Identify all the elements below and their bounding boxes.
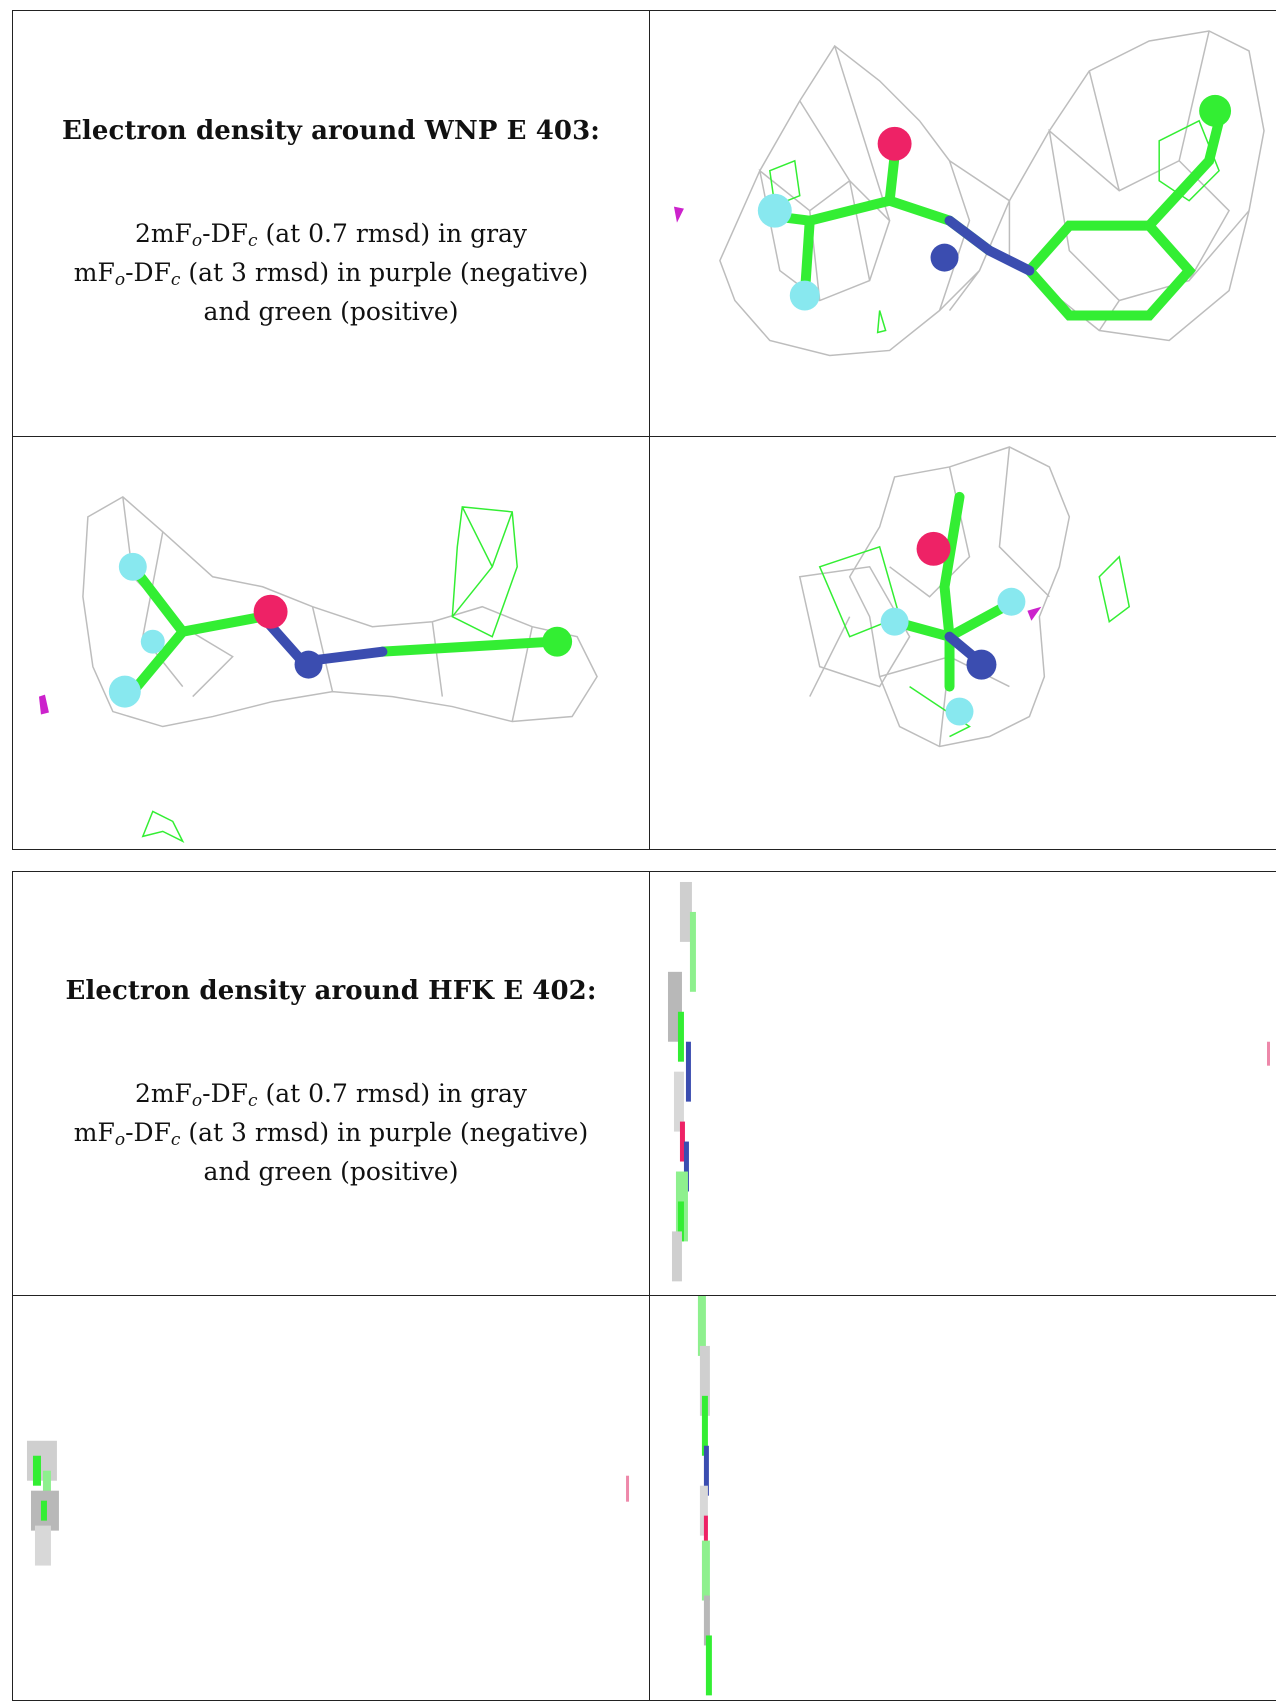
fluorine-atom	[140, 630, 165, 654]
wnp-density-render-1	[673, 30, 1265, 357]
green-positive-density	[818, 546, 1131, 738]
oxygen-atom	[916, 532, 951, 567]
hfk-density-view-2	[12, 1295, 650, 1701]
hfk-density-view-3	[649, 1295, 1276, 1701]
green-positive-density	[141, 506, 518, 844]
wnp-caption-line-1: 2mFo-DFc (at 0.7 rmsd) in gray	[134, 219, 528, 252]
hfk-caption-line-2: mFo-DFc (at 3 rmsd) in purple (negative)	[73, 1118, 589, 1151]
fluorine-atom	[789, 280, 820, 311]
wnp-density-view-3	[649, 436, 1276, 850]
wnp-density-render-2	[38, 496, 598, 844]
purple-negative-density	[626, 1476, 630, 1502]
wnp-caption-line-2: mFo-DFc (at 3 rmsd) in purple (negative)	[73, 258, 589, 291]
hfk-caption-line-1: 2mFo-DFc (at 0.7 rmsd) in gray	[134, 1079, 528, 1112]
wnp-density-render-3	[798, 446, 1131, 748]
wnp-density-view-1	[649, 9, 1276, 438]
hfk-caption-line-3: and green (positive)	[203, 1157, 459, 1187]
ligand-nitrogen-bond	[944, 215, 1035, 276]
halogen-atom	[542, 627, 573, 657]
oxygen-atom	[253, 595, 288, 630]
fluorine-atom	[757, 193, 792, 228]
wnp-caption-cell: Electron density around WNP E 403: 2mFo-…	[12, 9, 650, 438]
nitrogen-atom	[294, 650, 323, 679]
hfk-density-render-2	[26, 1441, 630, 1566]
halogen-atom	[1199, 94, 1232, 127]
hfk-caption-cell: Electron density around HFK E 402: 2mFo-…	[12, 870, 650, 1297]
hfk-density-render-1	[667, 881, 1271, 1282]
fluorine-atom	[880, 608, 909, 636]
nitrogen-atom	[966, 649, 997, 680]
purple-negative-density	[38, 694, 49, 715]
fluorine-atom	[945, 697, 974, 726]
fluorine-atom	[108, 675, 141, 708]
purple-negative-density	[673, 206, 684, 223]
compressed-density-strip	[697, 1296, 712, 1696]
hfk-title: Electron density around HFK E 402:	[65, 976, 597, 1007]
compressed-density-strip	[26, 1441, 59, 1566]
hfk-density-view-1	[649, 870, 1276, 1297]
hfk-density-render-3	[697, 1296, 712, 1696]
purple-negative-density	[1267, 1041, 1271, 1066]
gray-density-mesh	[82, 496, 598, 728]
gray-density-mesh	[798, 446, 1071, 748]
hfk-panel-table: Electron density around HFK E 402: 2mFo-…	[12, 870, 1276, 1701]
ligand-carbon-bonds	[764, 115, 1225, 321]
fluorine-atom	[118, 553, 147, 582]
wnp-title: Electron density around WNP E 403:	[61, 116, 600, 147]
ligand-carbon-bonds	[127, 562, 558, 697]
wnp-caption-line-3: and green (positive)	[203, 297, 459, 327]
purple-negative-density	[1027, 607, 1042, 622]
compressed-density-strip	[667, 881, 696, 1282]
fluorine-atom	[997, 588, 1026, 617]
oxygen-atom	[877, 126, 912, 161]
nitrogen-atom	[930, 243, 959, 272]
wnp-density-view-2	[12, 436, 650, 850]
wnp-panel-table: Electron density around WNP E 403: 2mFo-…	[12, 9, 1276, 850]
